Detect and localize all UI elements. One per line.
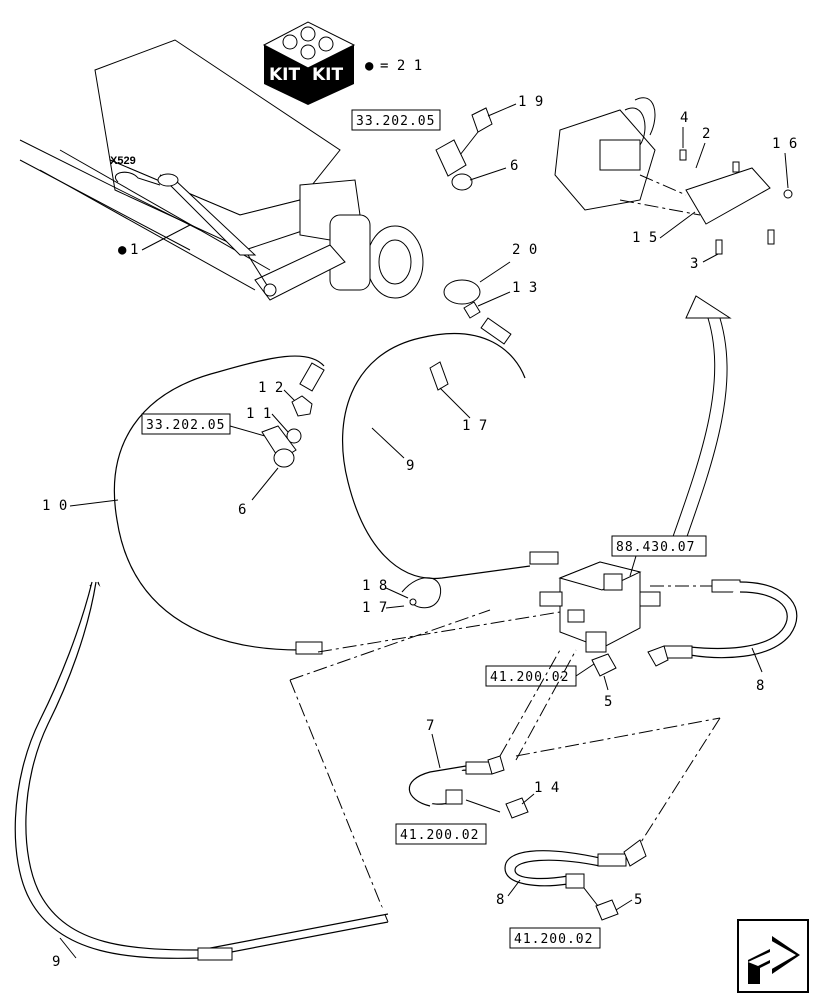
kit-label-right: KIT bbox=[312, 65, 343, 85]
ref-box-5[interactable] bbox=[395, 823, 487, 845]
connector-x529: X529 bbox=[110, 155, 136, 167]
control-valve-88430 bbox=[529, 551, 661, 653]
callout-11: 1 1 bbox=[246, 406, 271, 422]
assembly-arrow bbox=[685, 295, 732, 319]
callout-14: 1 4 bbox=[534, 780, 559, 796]
adapter-13 bbox=[463, 301, 481, 319]
ref-box-3-label: 88.430.07 bbox=[616, 540, 695, 555]
kit-legend-text: = 2 1 bbox=[380, 58, 422, 74]
arrow-navigation-icon[interactable] bbox=[737, 919, 809, 993]
ref-box-5-label: 41.200.02 bbox=[400, 828, 479, 843]
ref-box-4-label: 41.200.02 bbox=[490, 670, 569, 685]
callout-6-top: 6 bbox=[510, 158, 518, 174]
callout-12: 1 2 bbox=[258, 380, 283, 396]
callout-17-lower: 1 7 bbox=[362, 600, 387, 616]
callout-8-lower: 8 bbox=[496, 892, 504, 908]
callout-19: 1 9 bbox=[518, 94, 543, 110]
callout-7: 7 bbox=[426, 718, 434, 734]
axle-assembly bbox=[19, 39, 424, 301]
fitting-6-top bbox=[435, 139, 467, 177]
ref-box-1[interactable] bbox=[351, 109, 441, 131]
callout-9-lower: 9 bbox=[52, 954, 60, 970]
callout-6-mid: 6 bbox=[238, 502, 246, 518]
callout-8-right: 8 bbox=[756, 678, 764, 694]
callout-1: 1 bbox=[130, 242, 138, 258]
callout-17-top: 1 7 bbox=[462, 418, 487, 434]
ref-box-2[interactable] bbox=[141, 413, 231, 435]
kit-bullet-1: ● bbox=[118, 242, 127, 258]
ref-box-6-label: 41.200.02 bbox=[514, 932, 593, 947]
cable-tie-20 bbox=[443, 279, 481, 305]
callout-20: 2 0 bbox=[512, 242, 537, 258]
fitting-14 bbox=[505, 797, 529, 819]
callout-15: 1 5 bbox=[632, 230, 657, 246]
ref-box-2-label: 33.202.05 bbox=[146, 418, 225, 433]
callout-9-top: 9 bbox=[406, 458, 414, 474]
fitting-5-lower bbox=[595, 899, 619, 921]
clamp-17-lower bbox=[401, 577, 442, 609]
fitting-5-mid bbox=[591, 653, 617, 677]
kit-legend-bullet: ● bbox=[365, 58, 374, 74]
o-ring-11 bbox=[286, 428, 302, 444]
ref-box-3[interactable] bbox=[611, 535, 707, 557]
callout-2: 2 bbox=[702, 126, 710, 142]
nut-12 bbox=[291, 395, 313, 417]
callout-5-lower: 5 bbox=[634, 892, 642, 908]
callout-16: 1 6 bbox=[772, 136, 797, 152]
callout-3: 3 bbox=[690, 256, 698, 272]
kit-icon: KIT KIT bbox=[262, 21, 356, 105]
callout-10: 1 0 bbox=[42, 498, 67, 514]
ref-box-1-label: 33.202.05 bbox=[356, 114, 435, 129]
ref-box-6[interactable] bbox=[509, 927, 601, 949]
valve-bracket-assembly bbox=[554, 97, 793, 255]
kit-label-left: KIT bbox=[269, 65, 300, 85]
nut-19 bbox=[471, 107, 493, 133]
clamp-17-top bbox=[429, 361, 449, 391]
callout-5-mid: 5 bbox=[604, 694, 612, 710]
callout-4: 4 bbox=[680, 110, 688, 126]
callout-13: 1 3 bbox=[512, 280, 537, 296]
callout-18: 1 8 bbox=[362, 578, 387, 594]
